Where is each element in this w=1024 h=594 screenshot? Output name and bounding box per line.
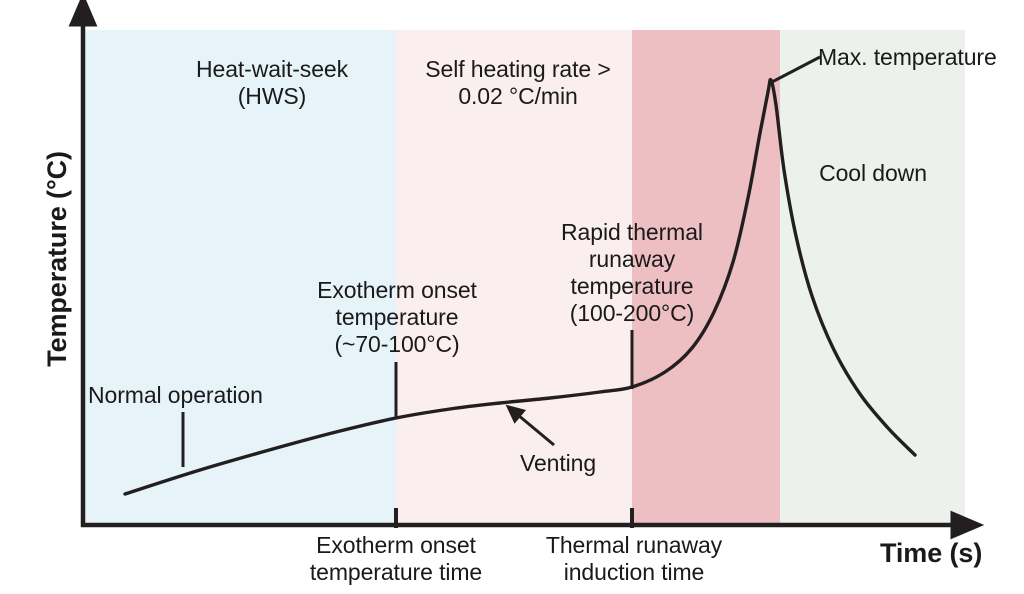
annotation-max-temperature: Max. temperature: [818, 44, 997, 70]
annotation-rapid-thermal-runaway-temperature: Rapid thermal runaway temperature (100-2…: [561, 219, 703, 327]
annotation-venting: Venting: [520, 450, 597, 476]
venting-arrow: [505, 404, 555, 447]
axes-group: [68, 0, 985, 540]
band-cool-down: [780, 30, 965, 525]
annotation-normal-operation: Normal operation: [88, 382, 263, 408]
annotation-exotherm-onset-temperature: Exotherm onset temperature (~70-100°C): [317, 277, 477, 358]
region-label-self-heating-rate: Self heating rate > 0.02 °C/min: [425, 56, 611, 110]
band-rapid-runaway: [632, 30, 780, 525]
x-tick-label-thermal-runaway-induction-time: Thermal runaway induction time: [545, 532, 723, 586]
band-heat-wait-seek: [82, 30, 396, 525]
y-axis-title: Temperature (°C): [42, 151, 73, 367]
phase-bands: [82, 30, 965, 525]
annotation-pointers: [181, 55, 821, 467]
region-label-cool-down: Cool down: [819, 160, 927, 186]
x-axis-title: Time (s): [880, 538, 983, 568]
max-temperature-leader-line: [771, 55, 821, 84]
region-label-heat-wait-seek: Heat-wait-seek (HWS): [196, 56, 348, 110]
x-axis-ticks: [394, 508, 634, 528]
band-self-heating: [396, 30, 632, 525]
x-tick-label-exotherm-onset-time: Exotherm onset temperature time: [309, 532, 483, 586]
